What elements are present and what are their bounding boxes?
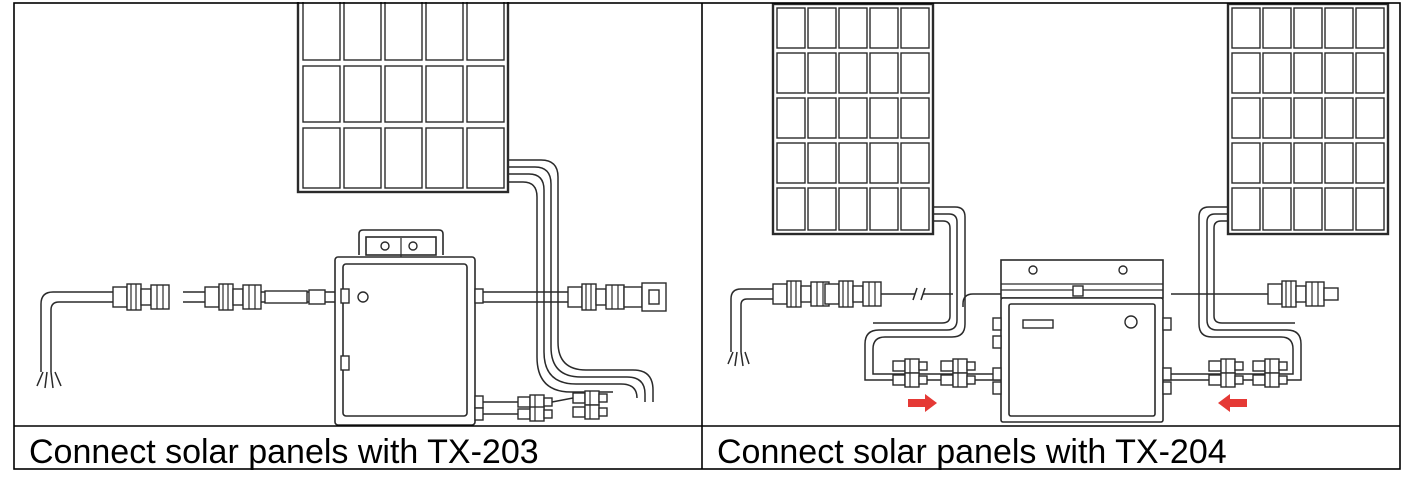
dc-cable-bundle <box>864 206 1013 381</box>
ac-output-connector <box>483 282 667 312</box>
microinverter-icon <box>334 229 484 426</box>
tx204-diagram <box>727 2 1390 423</box>
table-grid <box>13 2 1401 470</box>
solar-panel-icon <box>296 2 510 194</box>
tx203-diagram <box>36 2 667 426</box>
direction-arrow-icon <box>1218 394 1247 412</box>
caption-tx-203: Connect solar panels with TX-203 <box>29 433 539 471</box>
installation-diagrams <box>13 2 1401 470</box>
mc4-connector-icon <box>483 390 608 422</box>
microinverter-icon <box>992 259 1172 423</box>
solar-panel-icon <box>771 2 935 236</box>
dc-cable-bundle <box>1163 206 1302 381</box>
dc-cable-bundle <box>508 159 654 402</box>
ac-cable-icon <box>36 283 335 389</box>
solar-panel-icon <box>1226 2 1390 236</box>
ac-cable-icon <box>727 280 1001 367</box>
caption-tx-204: Connect solar panels with TX-204 <box>717 433 1227 471</box>
installation-table: Connect solar panels with TX-203 Connect… <box>13 2 1401 471</box>
direction-arrow-icon <box>908 394 937 412</box>
ac-output-connector <box>1171 280 1339 308</box>
